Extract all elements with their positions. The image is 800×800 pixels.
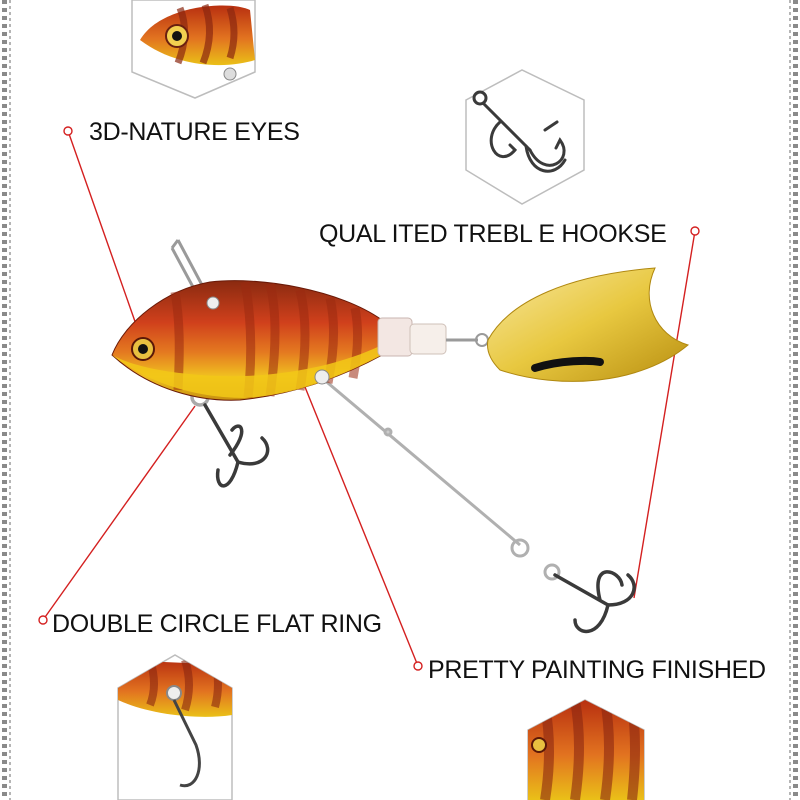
eye-closeup-inset bbox=[131, 0, 256, 99]
fishing-lure bbox=[111, 239, 690, 634]
callout-dot-ring bbox=[38, 615, 48, 625]
callout-dot-hooks bbox=[690, 226, 700, 236]
callout-dot-painting bbox=[413, 661, 423, 671]
painting-inset bbox=[527, 699, 645, 800]
spinner-blade bbox=[487, 267, 690, 382]
dotted-border-right bbox=[789, 0, 798, 800]
callout-painting-label: PRETTY PAINTING FINISHED bbox=[428, 656, 766, 684]
callout-hooks-label: QUAL ITED TREBL E HOOKSE bbox=[319, 220, 667, 248]
callout-eyes-label: 3D-NATURE EYES bbox=[89, 118, 300, 146]
flat-ring-inset bbox=[117, 654, 233, 800]
treble-hook-inset bbox=[465, 69, 585, 205]
rear-treble-hook bbox=[553, 570, 636, 634]
callout-ring-label: DOUBLE CIRCLE FLAT RING bbox=[52, 610, 382, 638]
front-treble-hook bbox=[190, 387, 270, 488]
callout-dot-eyes bbox=[63, 126, 73, 136]
dotted-border-left bbox=[2, 0, 11, 800]
callout-lines bbox=[42, 130, 696, 667]
